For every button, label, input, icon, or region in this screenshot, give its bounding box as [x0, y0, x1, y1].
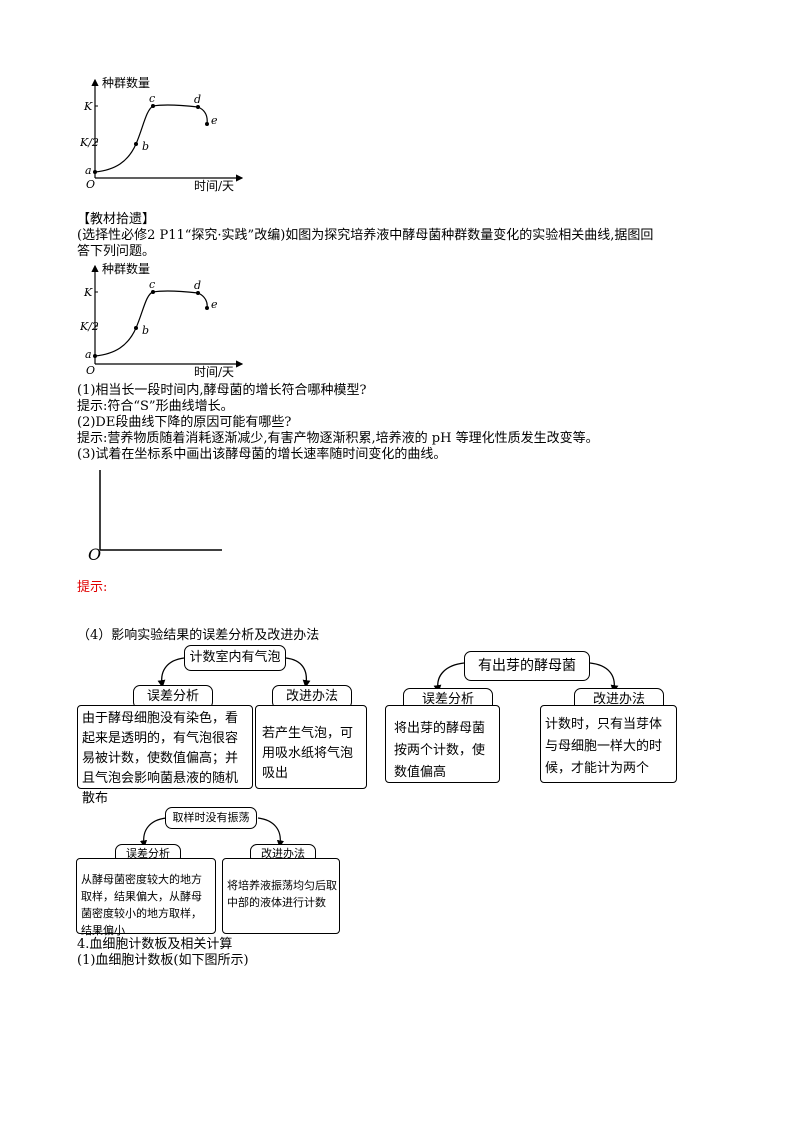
point-c	[151, 104, 155, 108]
point-a	[93, 354, 97, 358]
diagram-2-top: 有出芽的酵母菌	[464, 651, 590, 681]
x-axis-label: 时间/天	[194, 179, 234, 193]
x-axis-label: 时间/天	[194, 365, 234, 379]
s-curve	[94, 290, 208, 357]
diagram-3-top: 取样时没有振荡	[165, 807, 257, 829]
diagram-1-top: 计数室内有气泡	[184, 645, 286, 671]
point-b	[134, 326, 138, 330]
answer-1: 提示:符合“S”形曲线增长。	[77, 399, 234, 414]
point-e	[205, 306, 209, 310]
svg-text:O: O	[88, 545, 101, 563]
point-label-b: b	[142, 324, 149, 337]
diagram-2-right-text: 计数时，只有当芽体与母细胞一样大的时候，才能计为两个	[540, 705, 677, 783]
sub-1: (1)血细胞计数板(如下图所示)	[77, 953, 249, 968]
section-title: 【教材拾遗】	[77, 212, 156, 227]
point-e	[205, 122, 209, 126]
diagram-1-left-text: 由于酵母细胞没有染色，看起来是透明的，有气泡很容易被计数，使数值偏高；并且气泡会…	[77, 705, 253, 806]
point-d	[196, 105, 200, 109]
tick-k: K	[83, 100, 93, 113]
intro-line-1: (选择性必修2 P11“探究·实践”改编)如图为探究培养液中酵母菌种群数量变化的…	[77, 228, 654, 243]
answer-2: 提示:营养物质随着消耗逐渐减少,有害产物逐渐积累,培养液的 pH 等理化性质发生…	[77, 431, 599, 446]
point-label-c: c	[149, 278, 155, 291]
tick-k2: K/2	[80, 136, 99, 149]
y-axis-label: 种群数量	[102, 76, 150, 90]
origin-label: O	[86, 178, 95, 191]
diagram-2-left-text: 将出芽的酵母菌按两个计数，使数值偏高	[385, 705, 500, 783]
point-a	[93, 170, 97, 174]
point-label-d: d	[194, 279, 201, 292]
point-label-c: c	[149, 92, 155, 105]
point-b	[134, 142, 138, 146]
y-axis-label: 种群数量	[102, 262, 150, 276]
diagram-3-arrows	[139, 817, 285, 848]
point-label-a: a	[85, 164, 92, 177]
point-label-e: e	[211, 298, 218, 311]
point-label-d: d	[194, 93, 201, 106]
question-2: (2)DE段曲线下降的原因可能有哪些?	[77, 415, 292, 430]
heading-4: 4.血细胞计数板及相关计算	[77, 937, 233, 952]
origin-label: O	[86, 364, 95, 377]
population-curve-chart-2: a b c de 种群数量 时间/天 O K K/2	[80, 262, 244, 379]
point-c	[151, 290, 155, 294]
diagram-2-arrows	[433, 662, 619, 693]
diagram-1-arrows	[157, 657, 311, 688]
question-3: (3)试着在坐标系中画出该酵母菌的增长速率随时间变化的曲线。	[77, 447, 447, 462]
diagram-1-right-text: 若产生气泡，可用吸水纸将气泡吸出	[255, 705, 367, 789]
intro-line-2: 答下列问题。	[77, 244, 156, 259]
s-curve	[94, 104, 208, 173]
blank-axes: O	[88, 470, 222, 563]
hint-red: 提示:	[77, 580, 108, 595]
diagram-3-left-text: 从酵母菌密度较大的地方取样，结果偏大，从酵母菌密度较小的地方取样，结果偏小	[76, 858, 216, 937]
section-4: （4）影响实验结果的误差分析及改进办法	[77, 628, 320, 643]
point-label-e: e	[211, 114, 218, 127]
point-label-a: a	[85, 348, 92, 361]
population-curve-chart-1: a b c de 种群数量 时间/天 O K K/2	[80, 76, 244, 193]
question-1: (1)相当长一段时间内,酵母菌的增长符合哪种模型?	[77, 383, 367, 398]
point-d	[196, 291, 200, 295]
point-label-b: b	[142, 140, 149, 153]
tick-k2: K/2	[80, 320, 99, 333]
tick-k: K	[83, 286, 93, 299]
diagram-3-right-text: 将培养液振荡均匀后取中部的液体进行计数	[222, 858, 340, 934]
